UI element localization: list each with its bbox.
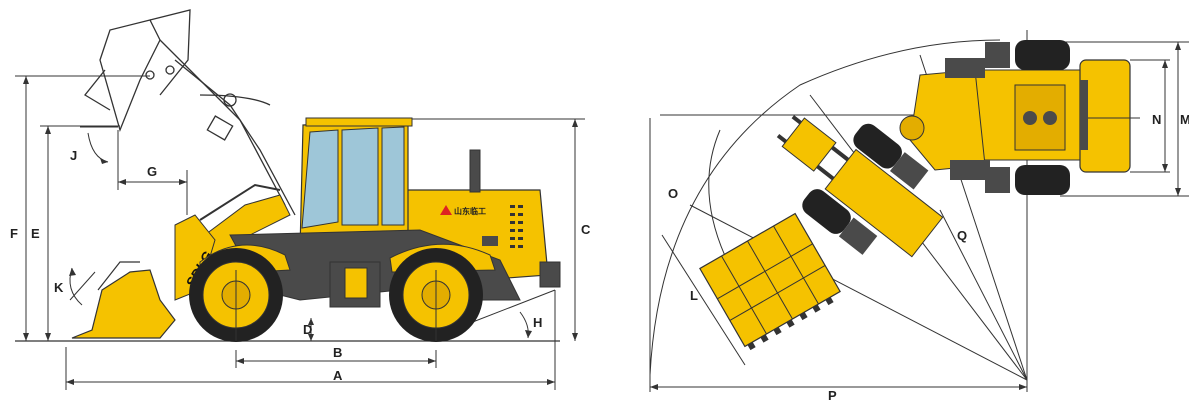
label-d: D — [303, 322, 312, 337]
dimension-n: N — [1130, 59, 1170, 173]
label-n: N — [1152, 112, 1161, 127]
brand-logo-icon — [440, 205, 452, 215]
side-view: A B C F — [10, 9, 591, 390]
label-b: B — [333, 345, 342, 360]
bucket-top — [699, 212, 841, 351]
turn-arc-outer — [649, 39, 1001, 376]
label-k: K — [54, 280, 64, 295]
label-p: P — [828, 388, 837, 403]
label-j: J — [70, 148, 77, 163]
cab-top — [899, 58, 990, 180]
dimension-b: B — [235, 345, 437, 368]
angle-h: H — [464, 289, 556, 339]
label-m: M — [1180, 112, 1189, 127]
side-grille — [510, 205, 523, 248]
dimension-d: D — [303, 318, 314, 341]
label-f: F — [10, 226, 18, 241]
dimension-m: M — [1060, 41, 1189, 197]
label-h: H — [533, 315, 542, 330]
raised-bucket-outline — [84, 9, 296, 216]
front-section-top — [776, 115, 944, 258]
dimension-c: C — [410, 118, 591, 341]
brand-text: 山东临工 — [454, 206, 486, 216]
rear-wheel — [389, 248, 483, 342]
dimension-e: E — [31, 125, 120, 341]
dimension-g: G — [117, 130, 188, 215]
rear-frame-top — [964, 59, 1140, 173]
dimension-a: A — [65, 290, 556, 390]
label-o: O — [668, 186, 678, 201]
dimension-l: L — [661, 234, 746, 366]
label-l: L — [690, 288, 698, 303]
dimension-f: F — [10, 75, 150, 341]
front-wheel — [189, 248, 283, 342]
label-q: Q — [957, 228, 967, 243]
label-g: G — [147, 164, 157, 179]
top-view: P N M L O Q — [649, 30, 1189, 403]
angle-k: K — [54, 267, 96, 306]
label-a: A — [333, 368, 343, 383]
dimension-p: P — [650, 384, 1027, 403]
label-c: C — [581, 222, 591, 237]
label-e: E — [31, 226, 40, 241]
angle-j: J — [70, 126, 118, 164]
